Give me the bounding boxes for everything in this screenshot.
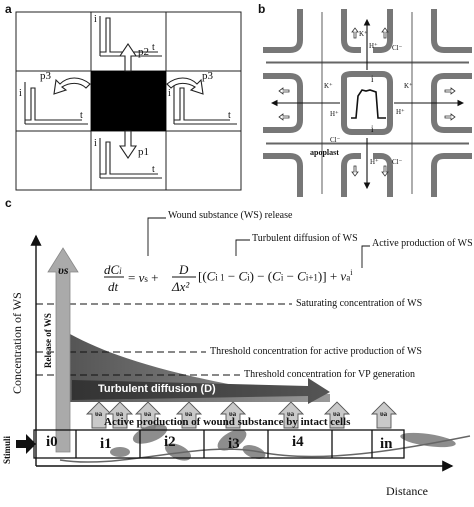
equation-bracket: [(Ci 1 − Ci) − (Ci − Ci+1)] + vai	[198, 268, 353, 284]
threshold-vp-label: Threshold concentration for VP generatio…	[244, 369, 416, 380]
threshold-active-label: Threshold concentration for active produ…	[210, 346, 422, 357]
va-label-6: υa	[287, 410, 295, 418]
p1-arrow	[118, 130, 138, 159]
panel-b-letter: b	[258, 2, 266, 16]
va-label-2: υa	[116, 410, 124, 418]
equation-mid: = vs +	[128, 270, 159, 285]
apoplast-label: apoplast	[310, 148, 339, 157]
va-label-7: υa	[333, 410, 341, 418]
cell-i2: i2	[164, 434, 176, 450]
p3-left-arrow	[53, 77, 91, 95]
cell-in: in	[380, 436, 393, 452]
panel-a-grid	[15, 11, 242, 191]
release-of-ws-label: Release of WS	[43, 313, 53, 368]
turbulent-label: Turbulent diffusion of WS	[252, 233, 358, 244]
panel-a-arrows	[53, 43, 204, 159]
panel-a-t-right: t	[228, 110, 231, 121]
saturating-label: Saturating concentration of WS	[296, 298, 423, 309]
label-p2: p2	[138, 46, 149, 58]
panel-a-i-right: i	[168, 88, 171, 99]
ion-h-right: H⁺	[396, 108, 405, 116]
active-label: Active production of WS	[372, 238, 473, 249]
va-label-5: υa	[229, 410, 237, 418]
x-axis-label: Distance	[386, 484, 428, 498]
active-production-arrows	[85, 401, 398, 429]
panel-c-letter: c	[5, 196, 12, 210]
panel-a-t-left: t	[80, 110, 83, 121]
va-label-8: υa	[380, 410, 388, 418]
equation-dt: dt	[108, 279, 119, 294]
p2-arrow	[118, 43, 138, 72]
ws-release-label: Wound substance (WS) release	[168, 210, 293, 221]
equation-dx2: Δx²	[172, 279, 190, 294]
cell-i4: i4	[292, 434, 304, 450]
ion-h-left: H⁺	[330, 110, 339, 118]
panel-a-i-left: i	[19, 88, 22, 99]
va-label-1: υa	[95, 410, 103, 418]
panel-a-i-top: i	[94, 14, 97, 25]
ion-cl-left: Cl⁻	[330, 136, 341, 144]
ion-cl-bottom: Cl⁻	[392, 158, 403, 166]
plant-stem	[59, 435, 471, 463]
stimuli-arrow	[16, 434, 36, 454]
turbulent-diffusion-arrow	[72, 378, 330, 404]
panel-a-plot-right	[173, 82, 237, 125]
label-p1: p1	[138, 146, 149, 158]
label-p3-right: p3	[202, 70, 213, 82]
equation-dci: dCi	[104, 262, 122, 277]
leader-lines	[147, 217, 370, 268]
active-cells-label: Active production of wound substance by …	[104, 416, 351, 428]
panel-a-letter: a	[5, 2, 12, 16]
cell-i1: i1	[100, 436, 112, 452]
ion-cl-top: Cl⁻	[392, 44, 403, 52]
equation-D: D	[179, 262, 189, 277]
current-i-top: i	[371, 74, 374, 84]
plant-illustration	[110, 424, 456, 461]
cell-i0: i0	[46, 434, 58, 450]
ion-k-right: K⁺	[404, 82, 413, 90]
panel-a-plot-left	[24, 82, 88, 125]
stimuli-label: Stimuli	[2, 435, 12, 464]
release-arrow	[47, 247, 79, 453]
action-potential-trace	[351, 89, 386, 119]
panel-a-t-top: t	[152, 42, 155, 53]
panel-c-axes	[30, 234, 454, 472]
ion-k-left: K⁺	[324, 82, 333, 90]
panel-b-diagram	[263, 9, 472, 197]
ion-k-top-left: K⁺	[359, 30, 368, 38]
turbulent-arrow-label: Turbulent diffusion (D)	[98, 383, 216, 395]
current-i-bottom: i	[371, 124, 374, 134]
label-p3-left: p3	[40, 70, 51, 82]
y-axis-label: Concentration of WS	[10, 292, 24, 394]
panel-a-plot-bottom	[99, 138, 162, 179]
panel-a-t-bottom: t	[152, 164, 155, 175]
va-label-3: υa	[144, 410, 152, 418]
ion-h-top: H⁺	[369, 42, 378, 50]
p3-right-arrow	[166, 77, 204, 95]
panel-a-i-bottom: i	[94, 138, 97, 149]
ion-h-bottom: H⁺	[370, 158, 379, 166]
va-label-4: υa	[185, 410, 193, 418]
vs-label: υs	[58, 263, 69, 277]
cell-i3: i3	[228, 436, 240, 452]
